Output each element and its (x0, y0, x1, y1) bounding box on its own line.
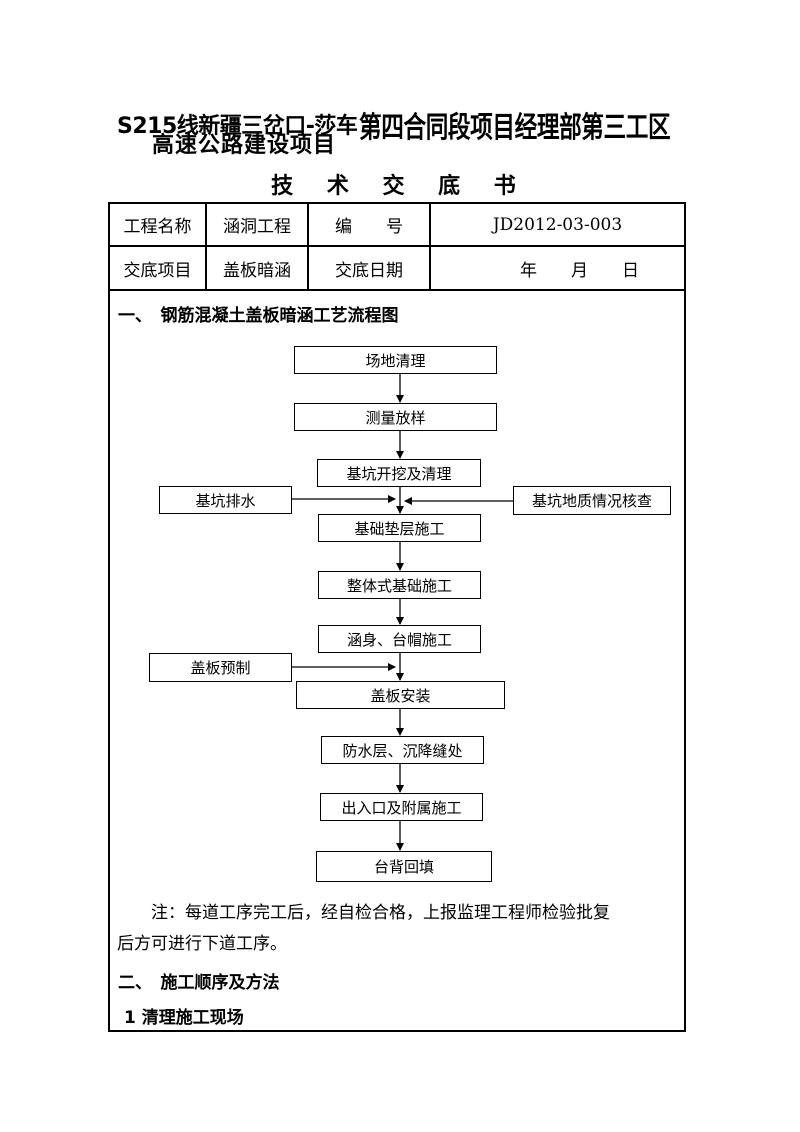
project-header-line-2: 高速公路建设项目 (152, 133, 337, 158)
table-divider (108, 245, 686, 247)
note-line-2: 后方可进行下道工序。 (117, 934, 287, 954)
flow-step-cushion-layer: 基础垫层施工 (318, 514, 481, 542)
section-2-title: 二、 施工顺序及方法 (118, 973, 280, 993)
table-divider (108, 289, 686, 291)
flow-step-inlet-outlet: 出入口及附属施工 (320, 793, 483, 821)
table-divider (307, 202, 309, 290)
project-name-value: 涵洞工程 (223, 217, 291, 237)
project-header-line-1: S215线新疆三岔口-莎车第四合同段项目经理部第三工区 (117, 104, 758, 146)
note-line-1: 注：每道工序完工后，经自检合格，上报监理工程师检验批复 (151, 903, 610, 923)
subsection-1-title: 1 清理施工现场 (124, 1008, 244, 1028)
project-name-label: 工程名称 (123, 217, 192, 237)
project-header-right: 第四合同段项目经理部第三工区 (359, 110, 671, 144)
table-divider (205, 202, 207, 290)
flow-step-culvert-body: 涵身、台帽施工 (318, 625, 481, 653)
flow-step-excavation: 基坑开挖及清理 (317, 459, 481, 487)
disclosure-item-label: 交底项目 (123, 260, 192, 281)
disclosure-item-value: 盖板暗涵 (223, 260, 291, 281)
process-note: 注：每道工序完工后，经自检合格，上报监理工程师检验批复 后方可进行下道工序。 (117, 898, 682, 960)
flow-input-geology-check: 基坑地质情况核查 (513, 486, 671, 515)
flow-step-survey-layout: 测量放样 (294, 403, 497, 431)
serial-number-value: JD2012-03-003 (492, 214, 623, 235)
document-title: 技 术 交 底 书 (271, 174, 529, 199)
flow-input-pit-drainage: 基坑排水 (159, 486, 292, 514)
flow-input-slab-prefab: 盖板预制 (149, 653, 292, 682)
flow-step-waterproofing: 防水层、沉降缝处 (321, 736, 484, 764)
table-divider (429, 202, 431, 290)
serial-number-label: 编 号 (335, 217, 403, 237)
flow-step-backfill: 台背回填 (316, 851, 492, 882)
project-header-left: S215线新疆三岔口-莎车 (117, 114, 358, 139)
flow-step-slab-installation: 盖板安装 (296, 681, 505, 709)
disclosure-table (108, 202, 686, 1032)
section-1-title: 一、 钢筋混凝土盖板暗涵工艺流程图 (118, 306, 399, 326)
flow-step-integral-foundation: 整体式基础施工 (318, 571, 481, 599)
flow-step-site-clearing: 场地清理 (294, 346, 497, 374)
disclosure-date-value: 年 月 日 (520, 260, 639, 281)
disclosure-date-label: 交底日期 (335, 260, 403, 281)
